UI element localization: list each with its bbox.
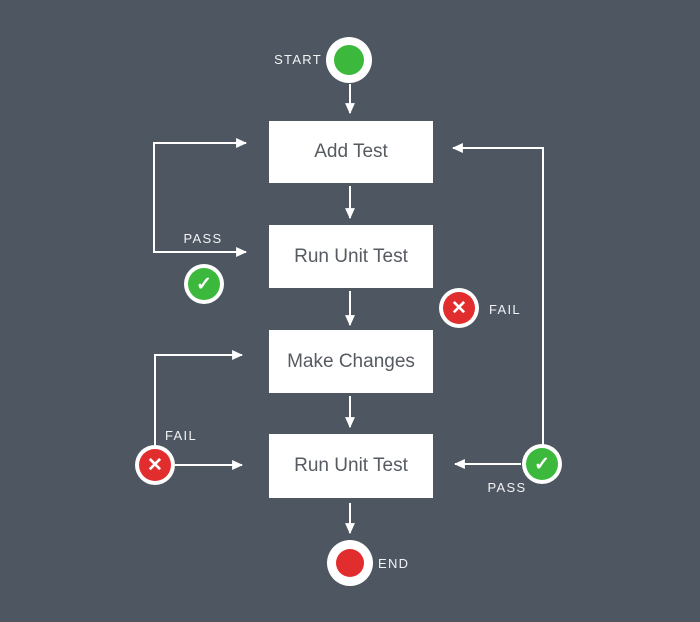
cross-glyph: ✕: [139, 449, 171, 481]
end-label: END: [378, 556, 410, 571]
check-glyph: ✓: [526, 448, 558, 480]
fail-label-right: FAIL: [489, 302, 521, 317]
pass-check-icon: ✓: [522, 444, 562, 484]
flow-box-run-unit-test-1: Run Unit Test: [269, 225, 433, 288]
start-label: START: [274, 52, 322, 67]
flow-box-make-changes: Make Changes: [269, 330, 433, 393]
cross-glyph: ✕: [443, 292, 475, 324]
check-glyph: ✓: [188, 268, 220, 300]
fail-cross-icon: ✕: [439, 288, 479, 328]
flow-box-run-unit-test-2: Run Unit Test: [269, 434, 433, 498]
end-node: [327, 540, 373, 586]
start-dot-icon: [334, 45, 364, 75]
flow-box-add-test: Add Test: [269, 121, 433, 183]
fail-cross-icon: ✕: [135, 445, 175, 485]
pass-label-right: PASS: [487, 480, 527, 495]
pass-check-icon: ✓: [184, 264, 224, 304]
fail-label-left: FAIL: [165, 428, 197, 443]
end-dot-icon: [336, 549, 364, 577]
start-node: [326, 37, 372, 83]
pass-label-left: PASS: [183, 231, 223, 246]
